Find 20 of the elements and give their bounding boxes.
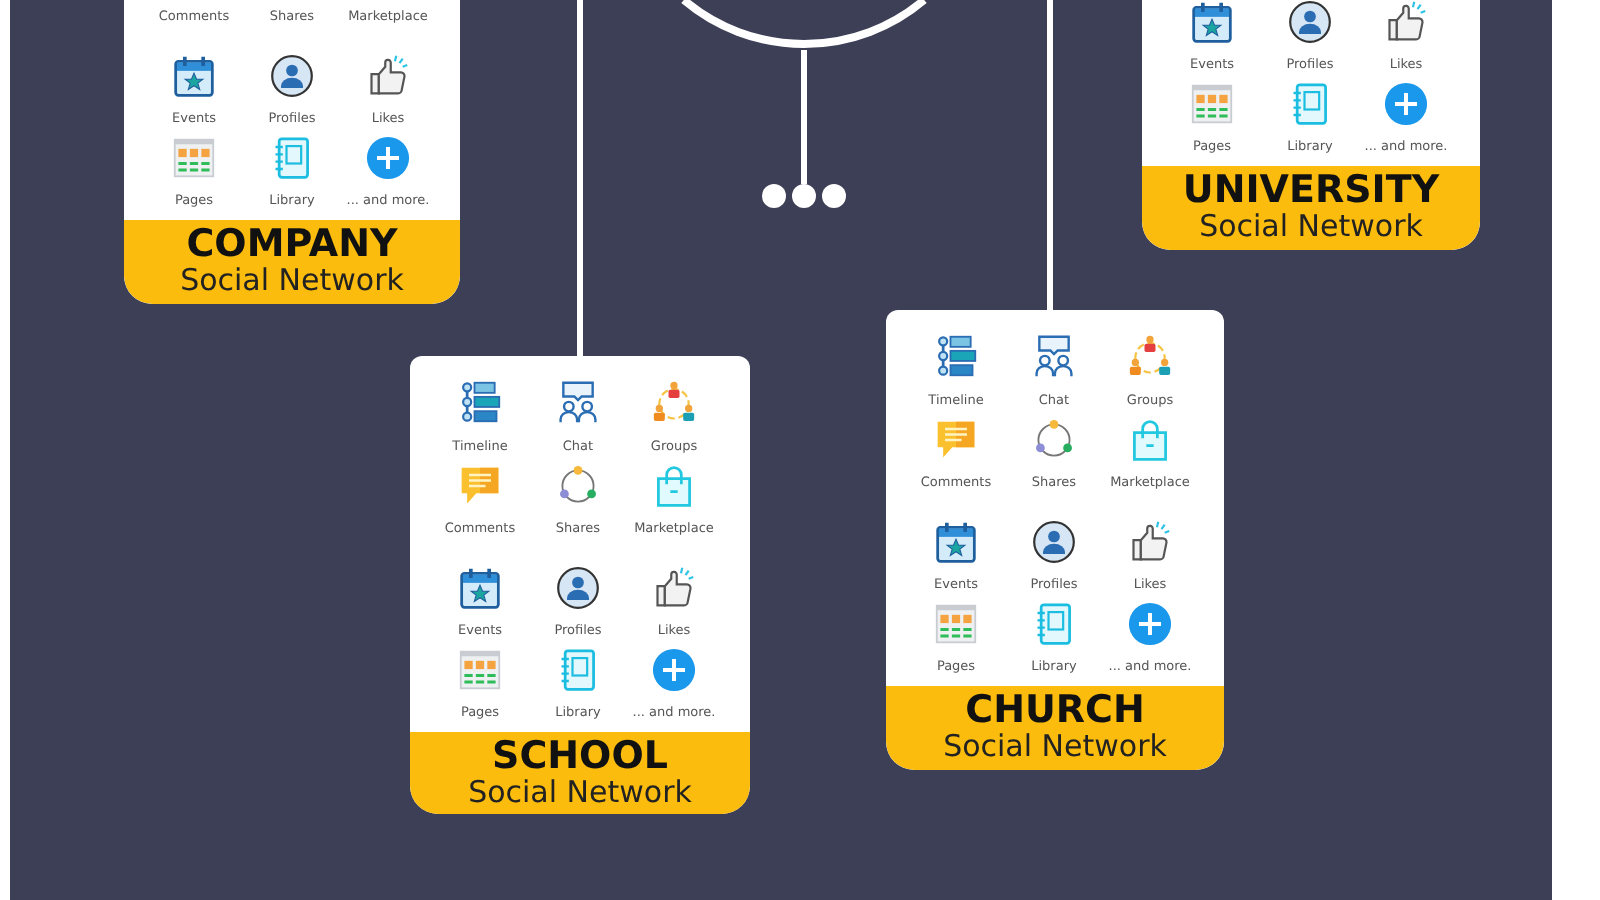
ellipsis-icon [762, 184, 846, 208]
feature-card [410, 356, 750, 814]
title-banner [124, 220, 460, 304]
title-banner [410, 732, 750, 814]
title-banner [1142, 166, 1480, 250]
feature-card [124, 0, 460, 304]
banner-title: COMPANY [186, 224, 398, 264]
banner-title: SCHOOL [492, 736, 668, 776]
banner-subtitle: Social Network [943, 730, 1167, 762]
feature-card [1142, 0, 1480, 250]
connector-line [801, 50, 807, 184]
connector-line [577, 0, 583, 356]
banner-subtitle: Social Network [468, 776, 692, 808]
title-banner [886, 686, 1224, 770]
banner-subtitle: Social Network [1199, 210, 1423, 242]
banner-subtitle: Social Network [180, 264, 404, 296]
banner-title: UNIVERSITY [1182, 170, 1440, 210]
banner-title: CHURCH [965, 690, 1145, 730]
connector-line [1047, 0, 1053, 310]
feature-card [886, 310, 1224, 770]
